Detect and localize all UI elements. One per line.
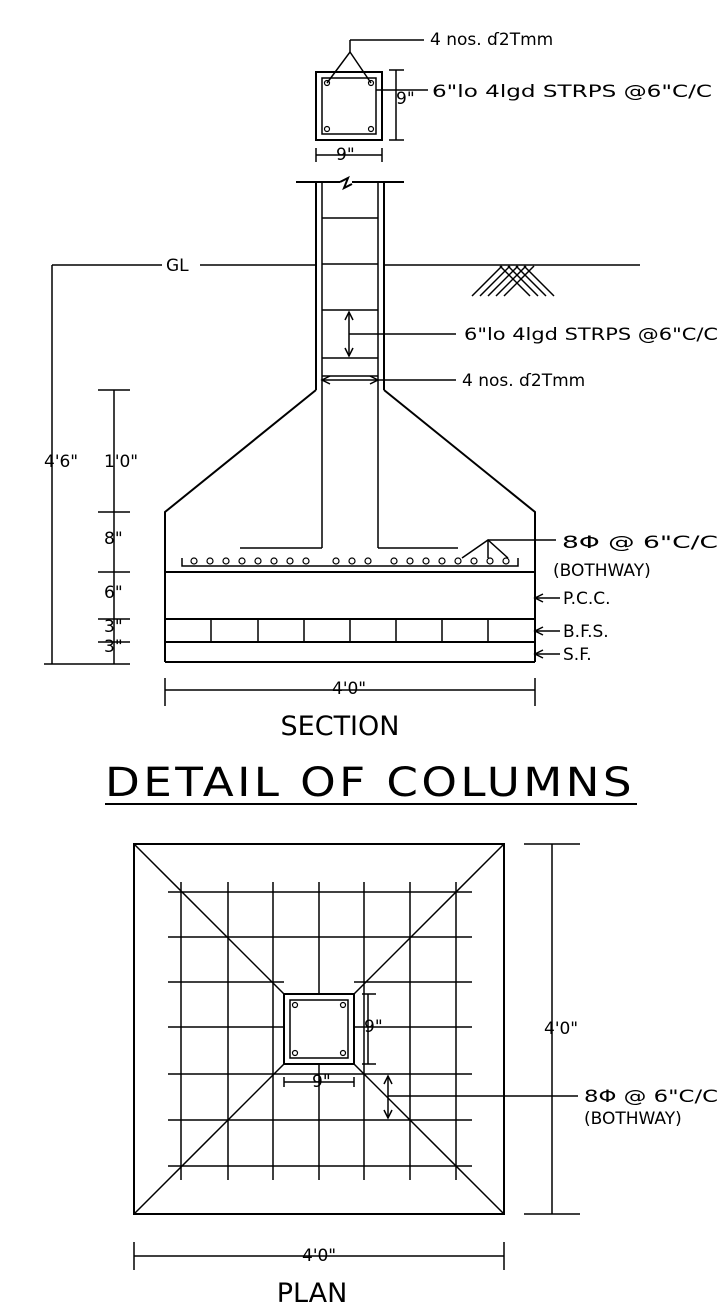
top-stirrup-label: 6"lo 4lgd STRPS @6"C/C (432, 82, 712, 102)
plan-height-dim: 4'0" (544, 1019, 578, 1039)
plan-col-depth: 9" (364, 1017, 383, 1037)
dim-6in: 6" (104, 583, 123, 603)
section-width-dim: 4'0" (332, 679, 366, 699)
top-depth-dim: 9" (396, 89, 415, 109)
dim-8in: 8" (104, 529, 123, 549)
drawing-title: DETAIL OF COLUMNS (105, 760, 635, 806)
section-stirrup-label: 6"lo 4lgd STRPS @6"C/C (464, 325, 718, 345)
section-mesh-label: 8Φ @ 6"C/C (562, 533, 718, 553)
plan-view (133, 843, 580, 1270)
dim-3in-b: 3" (104, 637, 123, 657)
top-width-dim: 9" (336, 145, 355, 165)
plan-mesh-note: (BOTHWAY) (584, 1109, 682, 1129)
layer-pcc: P.C.C. (563, 589, 611, 609)
section-view (44, 175, 640, 706)
layer-sf: S.F. (563, 645, 592, 665)
section-caption: SECTION (281, 711, 400, 742)
layer-bfs: B.F.S. (563, 622, 609, 642)
dim-1ft: 1'0" (104, 452, 138, 472)
plan-caption: PLAN (277, 1278, 348, 1308)
ground-level-label: GL (166, 256, 189, 276)
section-bars-label: 4 nos. ɗ2Tmm (462, 371, 585, 391)
section-mesh-note: (BOTHWAY) (553, 561, 651, 581)
column-cross-section (315, 39, 428, 162)
dim-3in-a: 3" (104, 617, 123, 637)
plan-mesh-label: 8Φ @ 6"C/C (584, 1087, 718, 1107)
top-bars-label: 4 nos. ɗ2Tmm (430, 30, 553, 50)
plan-col-width: 9" (312, 1072, 331, 1092)
plan-width-dim: 4'0" (302, 1246, 336, 1266)
total-depth-dim: 4'6" (44, 452, 78, 472)
